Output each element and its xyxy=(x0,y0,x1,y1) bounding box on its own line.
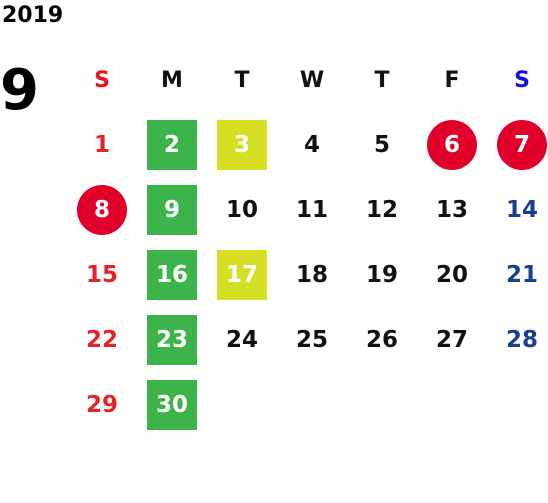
day-cell-24[interactable]: 24 xyxy=(207,307,277,372)
day-number: 5 xyxy=(373,131,390,158)
weekday-header-sat: S xyxy=(514,67,530,93)
day-number: 18 xyxy=(295,261,328,288)
day-number: 17 xyxy=(217,249,267,300)
day-cell-26[interactable]: 26 xyxy=(347,307,417,372)
day-cell-5[interactable]: 5 xyxy=(347,112,417,177)
day-number: 9 xyxy=(147,184,197,235)
day-number: 19 xyxy=(365,261,398,288)
day-cell-22[interactable]: 22 xyxy=(67,307,137,372)
day-cell-18[interactable]: 18 xyxy=(277,242,347,307)
day-number: 16 xyxy=(147,249,197,300)
day-cell-13[interactable]: 13 xyxy=(417,177,487,242)
day-number: 11 xyxy=(295,196,328,223)
day-number: 3 xyxy=(217,119,267,170)
day-number: 6 xyxy=(427,119,477,170)
empty-cell xyxy=(487,372,548,437)
weekday-header-fri: F xyxy=(444,67,460,93)
day-number: 15 xyxy=(85,261,118,288)
day-cell-8[interactable]: 8 xyxy=(67,177,137,242)
day-number: 20 xyxy=(435,261,468,288)
day-cell-4[interactable]: 4 xyxy=(277,112,347,177)
day-number: 13 xyxy=(435,196,468,223)
day-number: 4 xyxy=(303,131,320,158)
day-cell-15[interactable]: 15 xyxy=(67,242,137,307)
empty-cell xyxy=(277,372,347,437)
empty-cell xyxy=(417,372,487,437)
day-cell-27[interactable]: 27 xyxy=(417,307,487,372)
day-cell-10[interactable]: 10 xyxy=(207,177,277,242)
day-cell-17[interactable]: 17 xyxy=(207,242,277,307)
weekday-header-sun: S xyxy=(94,67,110,93)
day-number: 25 xyxy=(295,326,328,353)
day-cell-14[interactable]: 14 xyxy=(487,177,548,242)
day-number: 24 xyxy=(225,326,258,353)
year-label: 2019 xyxy=(2,3,64,28)
day-number: 30 xyxy=(147,379,197,430)
day-number: 29 xyxy=(85,391,118,418)
day-number: 21 xyxy=(505,261,538,288)
day-number: 2 xyxy=(147,119,197,170)
day-number: 26 xyxy=(365,326,398,353)
day-cell-1[interactable]: 1 xyxy=(67,112,137,177)
day-cell-29[interactable]: 29 xyxy=(67,372,137,437)
day-number: 22 xyxy=(85,326,118,353)
weekday-header-wed: W xyxy=(299,67,325,93)
day-cell-25[interactable]: 25 xyxy=(277,307,347,372)
day-number: 10 xyxy=(225,196,258,223)
day-cell-9[interactable]: 9 xyxy=(137,177,207,242)
day-cell-28[interactable]: 28 xyxy=(487,307,548,372)
day-number: 7 xyxy=(497,119,547,170)
day-cell-7[interactable]: 7 xyxy=(487,112,548,177)
empty-cell xyxy=(347,372,417,437)
day-cell-21[interactable]: 21 xyxy=(487,242,548,307)
day-number: 1 xyxy=(93,131,110,158)
day-cell-2[interactable]: 2 xyxy=(137,112,207,177)
day-cell-16[interactable]: 16 xyxy=(137,242,207,307)
day-cell-3[interactable]: 3 xyxy=(207,112,277,177)
weekday-header-tue: T xyxy=(234,67,250,93)
day-number: 14 xyxy=(505,196,538,223)
day-cell-12[interactable]: 12 xyxy=(347,177,417,242)
day-cell-23[interactable]: 23 xyxy=(137,307,207,372)
weekday-header-thu: T xyxy=(374,67,390,93)
month-number: 9 xyxy=(0,58,39,123)
day-cell-30[interactable]: 30 xyxy=(137,372,207,437)
day-number: 27 xyxy=(435,326,468,353)
day-number: 8 xyxy=(77,184,127,235)
day-cell-11[interactable]: 11 xyxy=(277,177,347,242)
empty-cell xyxy=(207,372,277,437)
day-cell-19[interactable]: 19 xyxy=(347,242,417,307)
day-number: 28 xyxy=(505,326,538,353)
weekday-header-mon: M xyxy=(161,67,183,93)
day-number: 12 xyxy=(365,196,398,223)
day-cell-6[interactable]: 6 xyxy=(417,112,487,177)
day-cell-20[interactable]: 20 xyxy=(417,242,487,307)
day-number: 23 xyxy=(147,314,197,365)
